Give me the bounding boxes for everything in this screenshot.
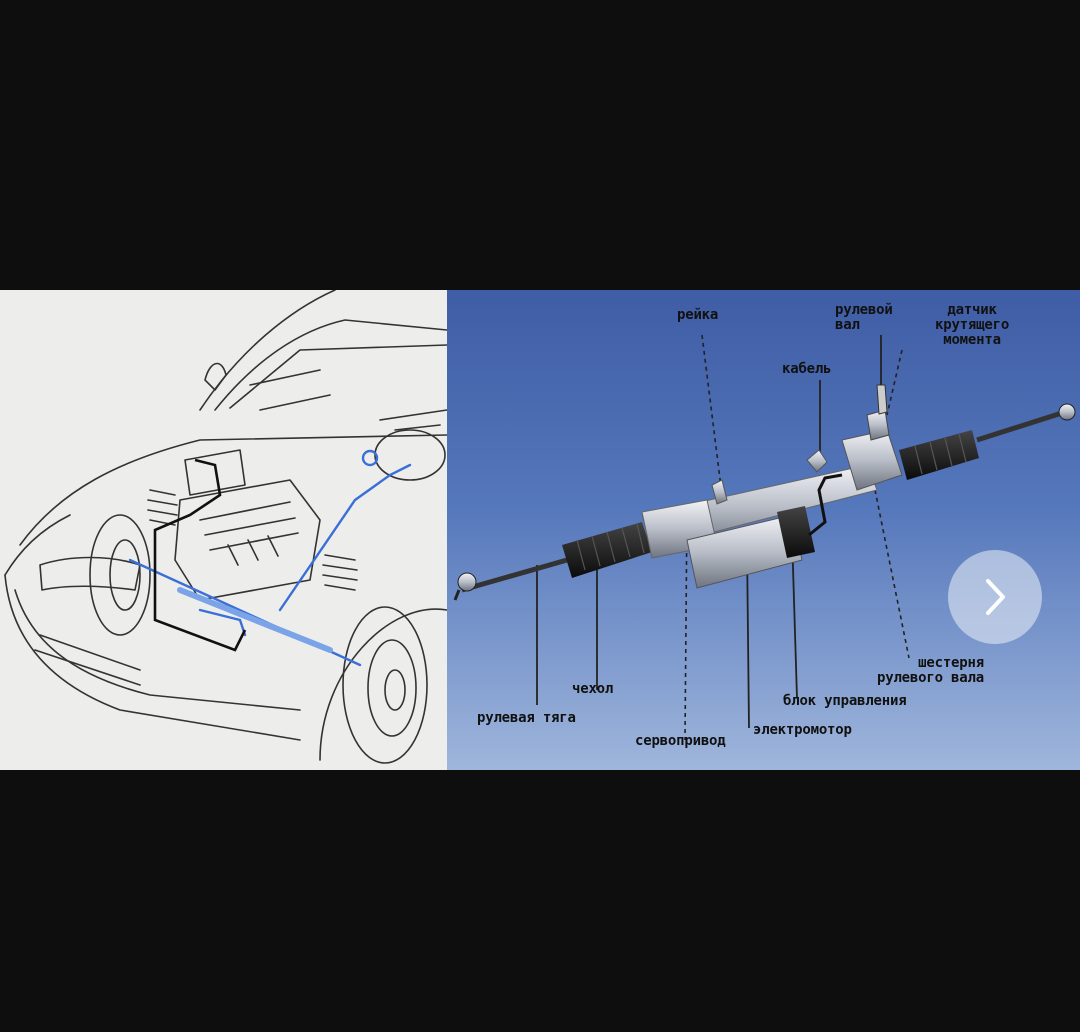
car-illustration (0, 290, 447, 770)
label-rack: рейка (677, 307, 719, 323)
image-frame: рейка рулевой вал датчик крутящего момен… (0, 290, 1080, 770)
next-image-button[interactable] (948, 550, 1042, 644)
label-control-unit: блок управления (783, 693, 907, 709)
label-pinion: шестерня рулевого вала (877, 655, 984, 686)
label-tie-rod: рулевая тяга (477, 710, 576, 726)
label-torque-sensor: датчик крутящего момента (935, 302, 1010, 348)
label-cable: кабель (782, 361, 832, 377)
steering-rack-panel: рейка рулевой вал датчик крутящего момен… (447, 290, 1080, 770)
label-electric-motor: электромотор (753, 722, 852, 738)
label-boot: чехол (572, 681, 614, 697)
chevron-right-icon (986, 579, 1005, 615)
car-drawing (4, 290, 447, 764)
label-servo-drive: сервопривод (635, 733, 726, 749)
label-steering-shaft: рулевой вал (835, 302, 893, 333)
steering-rack-drawing (453, 334, 1076, 741)
